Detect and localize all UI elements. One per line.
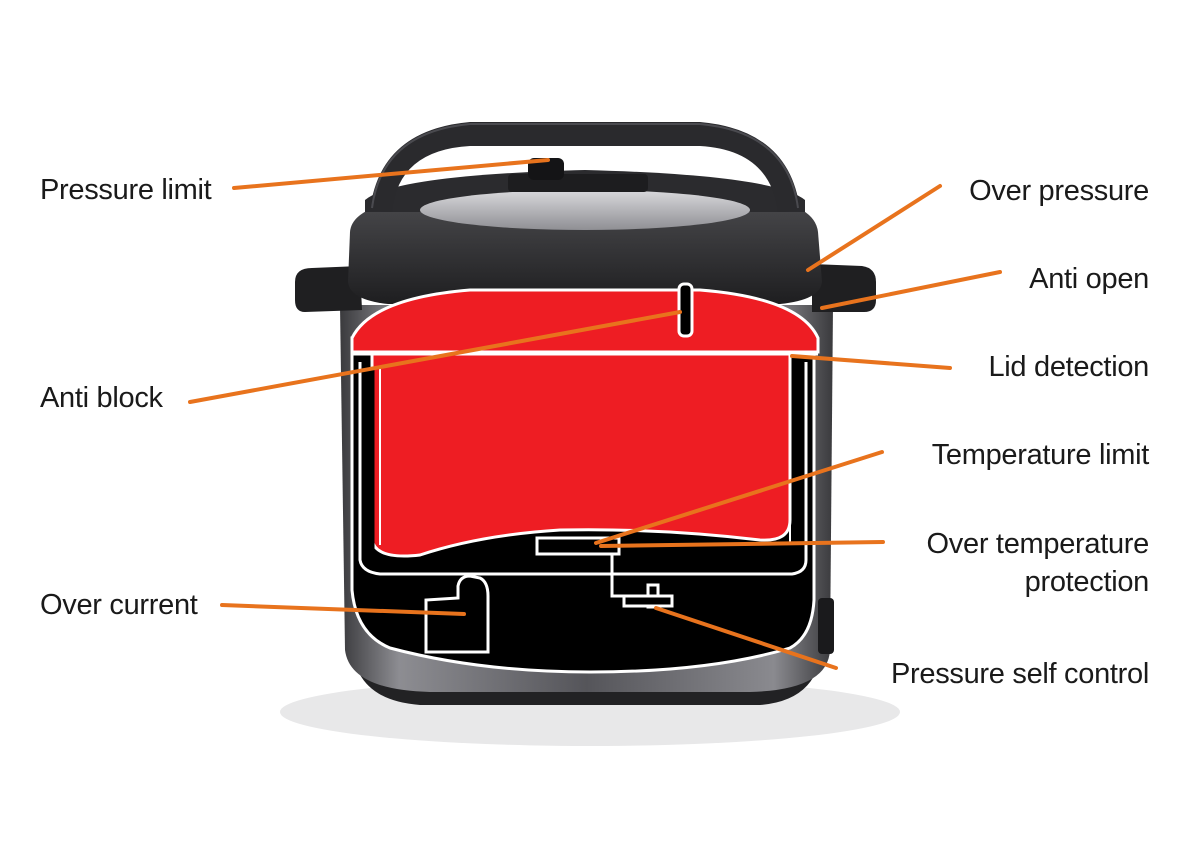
carry-handle: [370, 122, 800, 212]
leader-lines: [188, 158, 1002, 670]
label-over-pressure: Over pressure: [969, 175, 1149, 207]
label-over-temperature-line1: Over temperature: [926, 528, 1150, 560]
label-temperature-limit: Temperature limit: [931, 439, 1150, 471]
anti-block-sensor: [677, 282, 694, 338]
cooker-lid: [348, 198, 822, 304]
leader-over-current: [220, 603, 466, 616]
label-pressure-limit: Pressure limit: [40, 174, 212, 206]
inner-pot-cutaway: [370, 352, 792, 558]
leader-anti-block: [188, 310, 682, 404]
leader-anti-open: [820, 270, 1002, 310]
leader-lid-detection: [790, 354, 952, 370]
leader-pressure-limit: [232, 158, 550, 190]
label-over-temperature-line2: protection: [1024, 566, 1150, 598]
leader-temperature-limit: [594, 450, 884, 545]
label-pressure-self-control: Pressure self control: [890, 658, 1149, 690]
lid-glass: [420, 190, 750, 230]
leader-over-temperature: [599, 540, 885, 548]
side-knob: [818, 598, 834, 654]
pressure-valve: [528, 158, 564, 180]
label-over-current: Over current: [40, 589, 198, 621]
label-anti-open: Anti open: [1029, 263, 1149, 295]
lid-cavity-cutaway: [350, 288, 820, 354]
leader-pressure-self-control: [654, 606, 838, 670]
label-lid-detection: Lid detection: [988, 351, 1149, 383]
leader-over-pressure: [806, 184, 942, 272]
label-anti-block: Anti block: [40, 382, 163, 414]
left-handle: [295, 266, 362, 312]
